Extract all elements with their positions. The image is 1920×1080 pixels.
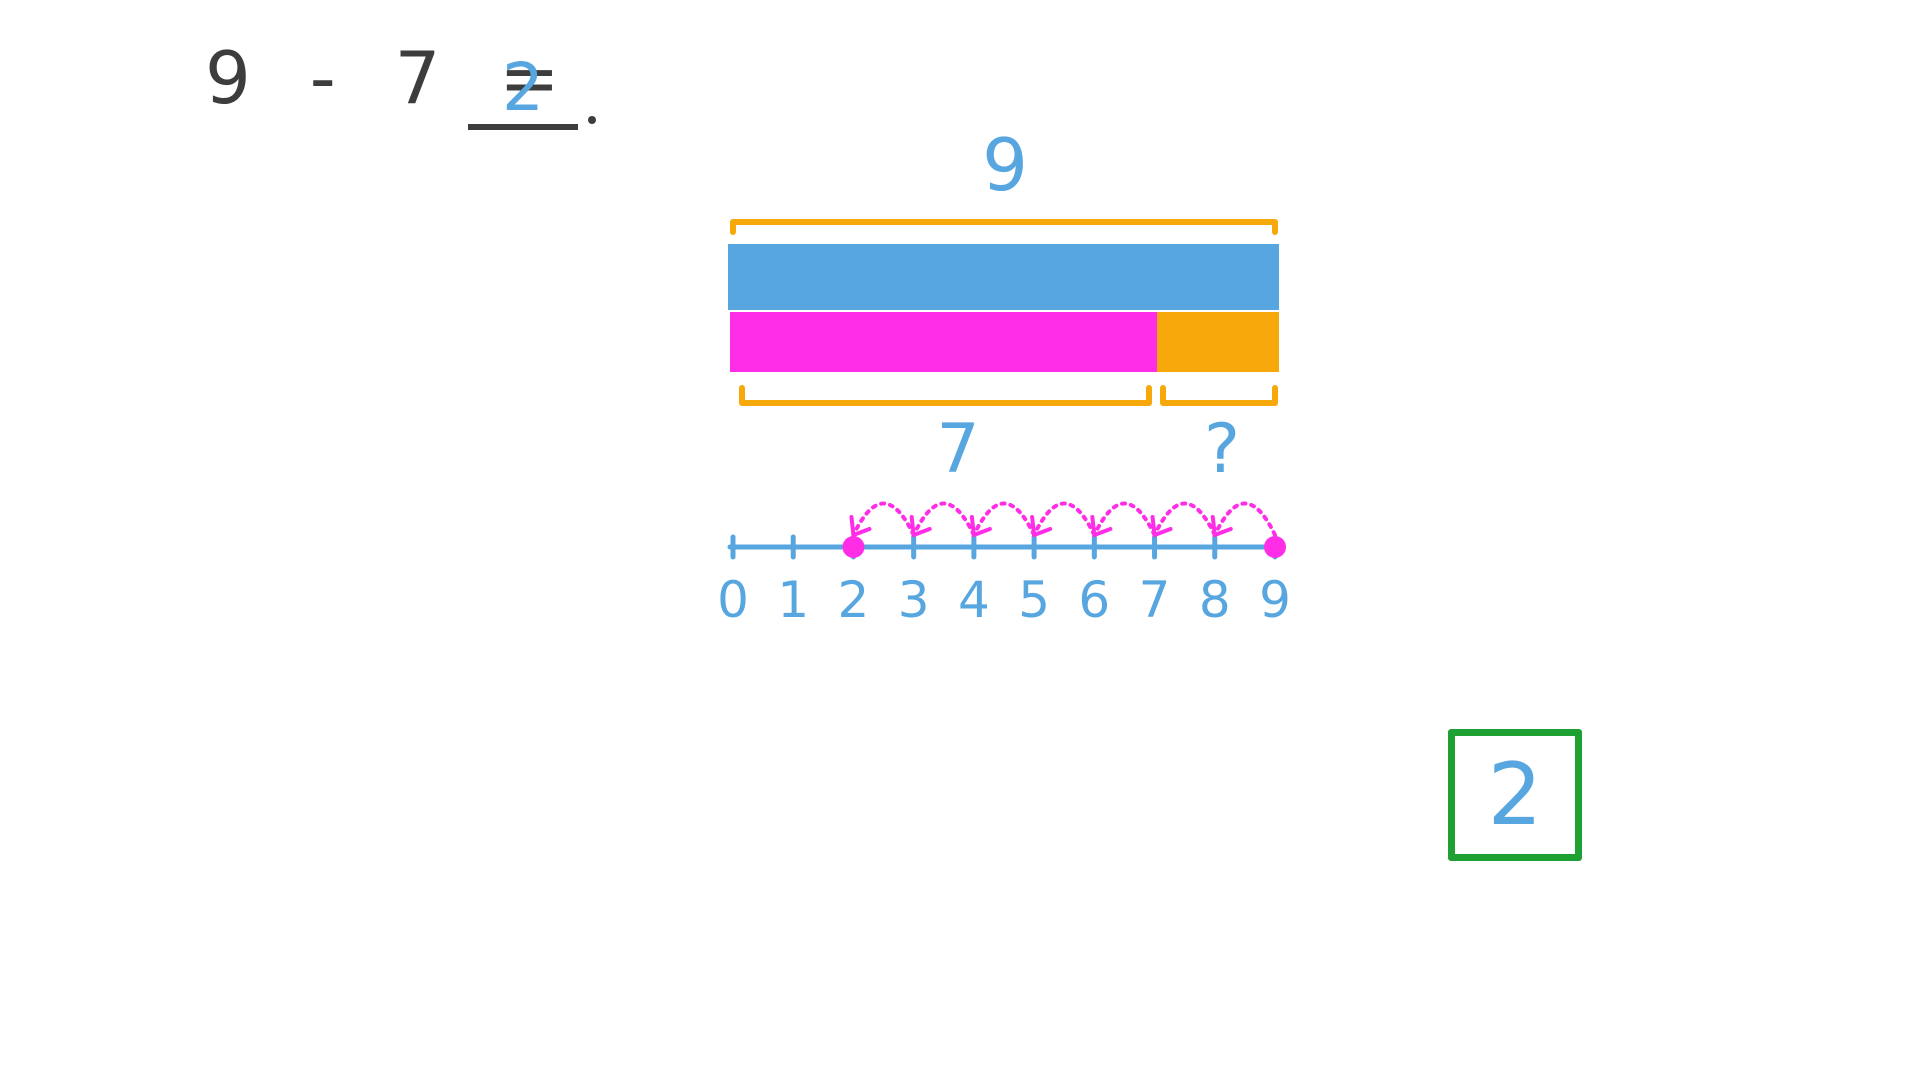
equation-period-dot (588, 116, 596, 124)
jump-arc-8 (1152, 501, 1217, 537)
tick-label-0: 0 (717, 571, 749, 629)
tick-label-1: 1 (777, 571, 809, 629)
jump-arc-4 (911, 501, 976, 537)
equation-left-side: 9 - 7 = (205, 36, 578, 120)
whole-brace (730, 219, 1278, 235)
whole-label: 9 (982, 123, 1028, 207)
unknown-brace (1160, 385, 1278, 406)
unknown-bar (1157, 312, 1279, 372)
tick-label-7: 7 (1139, 571, 1171, 629)
tick-label-6: 6 (1078, 571, 1110, 629)
tick-label-5: 5 (1018, 571, 1050, 629)
part-label: 7 (936, 410, 979, 489)
unknown-label: ? (1204, 410, 1240, 489)
tick-label-4: 4 (958, 571, 990, 629)
tick-label-3: 3 (898, 571, 930, 629)
tick-label-8: 8 (1199, 571, 1231, 629)
jump-arc-7 (1092, 501, 1157, 537)
jump-arrowhead-3 (849, 515, 872, 537)
jump-arc-5 (971, 501, 1037, 537)
equation-answer-blank: 2 (468, 54, 578, 130)
jump-arc-6 (1032, 501, 1097, 537)
part-brace (739, 385, 1152, 406)
tick-label-2: 2 (838, 571, 870, 629)
number-line-jumps (849, 501, 1277, 537)
jump-arc-3 (851, 501, 916, 537)
number-line-points (842, 536, 1286, 558)
end-point (842, 536, 865, 558)
start-point (1264, 536, 1286, 558)
tick-label-9: 9 (1259, 571, 1291, 629)
whole-bar (728, 244, 1279, 310)
part-bar (730, 312, 1157, 372)
answer-box: 2 (1448, 729, 1582, 861)
jump-arc-9 (1212, 501, 1277, 537)
